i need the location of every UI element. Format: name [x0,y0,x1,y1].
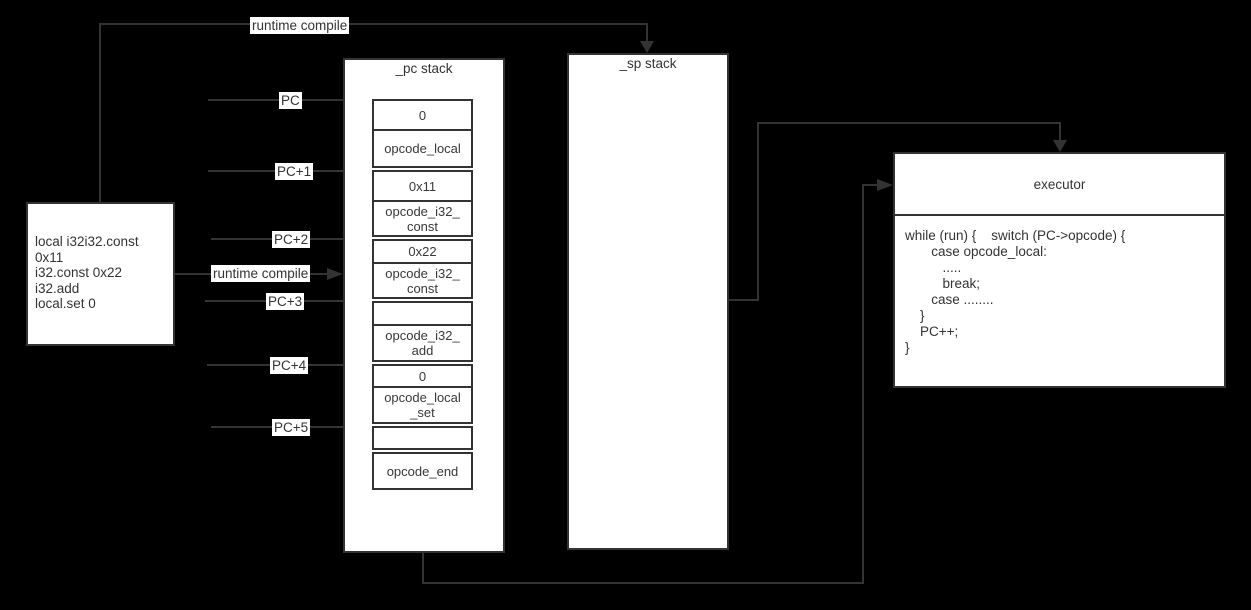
label-pc4: PC+4 [270,357,309,374]
arrowhead-down-sp-stack-icon [640,41,654,53]
stack-cell: opcode_i32_ add [372,324,473,362]
arrowhead-down-executor-icon [1053,140,1067,152]
stack-cell: opcode_local [372,129,473,168]
connector-sp-to-executor-2 [757,122,759,301]
arrowhead-runtime-compile-icon [327,268,343,280]
label-pc: PC [279,92,302,109]
label-runtime-compile-mid: runtime compile [211,265,311,282]
label-pc5: PC+5 [272,419,311,436]
label-pc1: PC+1 [275,163,314,180]
connector-into-sp-stack [646,23,648,43]
connector-runtime-compile-top [99,23,648,25]
connector-pc-to-executor-2 [422,582,864,584]
stack-cell: opcode_local _set [372,386,473,424]
executor-code: while (run) { switch (PC->opcode) { case… [905,228,1126,355]
connector-pc-to-executor-1 [422,553,424,584]
connector-pc-to-executor-3 [862,184,864,584]
stack-cell: 0 [372,99,473,131]
stack-cell [372,301,473,326]
executor-box: executor while (run) { switch (PC->opcod… [893,152,1226,388]
stack-cell: 0x22 [372,239,473,264]
stack-cell [372,426,473,450]
stack-cell: opcode_end [372,452,473,490]
sp-stack-title: _sp stack [619,56,677,71]
sp-stack-box: _sp stack [567,53,729,550]
pc-stack-cells: 0 opcode_local 0x11 opcode_i32_ const 0x… [372,99,473,490]
connector-source-top-vertical [99,23,101,204]
stack-cell: 0 [372,364,473,388]
pc-stack-title: _pc stack [395,61,453,76]
stack-cell: 0x11 [372,170,473,202]
arrowhead-right-executor-icon [877,179,893,191]
stack-cell: opcode_i32_ const [372,262,473,299]
label-runtime-compile-top: runtime compile [250,17,350,34]
executor-title: executor [895,154,1224,216]
connector-sp-to-executor-4 [1059,122,1061,142]
connector-pc-to-executor-4 [862,184,878,186]
connector-sp-to-executor-1 [729,299,759,301]
source-code-box: local i32i32.const 0x11 i32.const 0x22 i… [26,202,175,346]
stack-cell: opcode_i32_ const [372,200,473,237]
label-pc2: PC+2 [272,231,311,248]
source-code-text: local i32i32.const 0x11 i32.const 0x22 i… [35,234,139,311]
connector-sp-to-executor-3 [757,122,1061,124]
label-pc3: PC+3 [266,293,305,310]
